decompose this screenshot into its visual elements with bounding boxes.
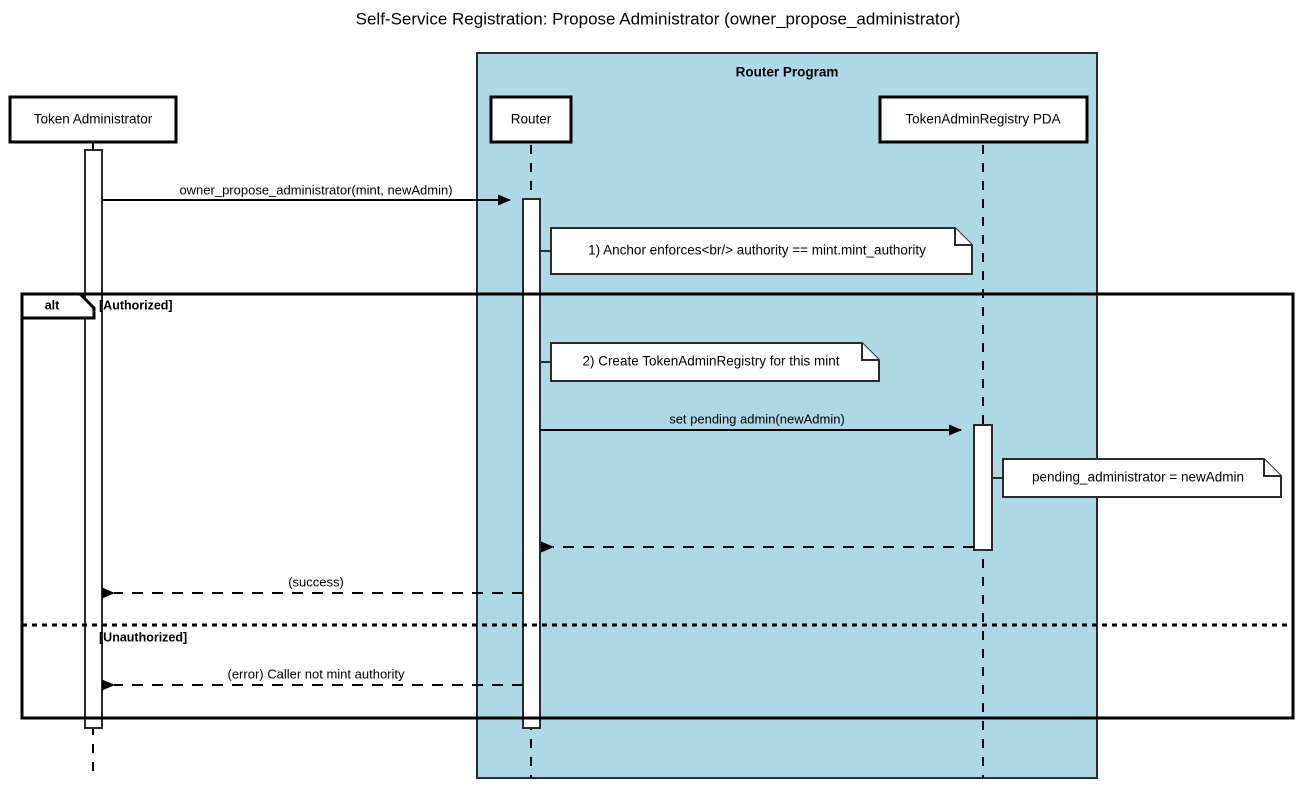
message-set-pending-admin[interactable]: set pending admin(newAdmin) [540, 411, 962, 436]
note-text-n3: pending_administrator = newAdmin [1032, 470, 1244, 485]
participant-box-router[interactable] [489, 95, 573, 144]
participant-box-registry[interactable] [878, 95, 1089, 144]
message-success[interactable]: (success) [102, 574, 523, 599]
group-box-rect [476, 52, 1098, 779]
message-label-m4: (success) [288, 574, 344, 589]
group-box-label: Router Program [736, 65, 839, 80]
alt-fragment-frame [20, 292, 1295, 720]
message-label-m2: set pending admin(newAdmin) [669, 411, 845, 426]
participant-tokenadminregistry-pda[interactable]: TokenAdminRegistry PDA [878, 95, 1089, 144]
alt-fragment-operator: alt [45, 298, 60, 312]
participant-token-administrator[interactable]: Token Administrator [8, 95, 178, 144]
note-create-tokenadminregistry: 2) Create TokenAdminRegistry for this mi… [540, 342, 880, 382]
note-shape-n1 [550, 227, 973, 275]
note-text-n2: 2) Create TokenAdminRegistry for this mi… [582, 354, 839, 369]
participant-label-registry: TokenAdminRegistry PDA [905, 112, 1060, 127]
note-shape-n2 [550, 342, 880, 382]
participant-label-router: Router [511, 112, 552, 127]
note-text-n1: 1) Anchor enforces<br/> authority == min… [588, 243, 926, 258]
message-error-caller-not-mint-authority[interactable]: (error) Caller not mint authority [102, 666, 523, 691]
activation-bar-router [522, 198, 541, 729]
group-box-router-program: Router Program [476, 52, 1098, 779]
page-title: Self-Service Registration: Propose Admin… [356, 9, 961, 28]
message-owner-propose-administrator[interactable]: owner_propose_administrator(mint, newAdm… [102, 182, 511, 206]
activation-bar-registry [973, 424, 993, 551]
alt-fragment: alt [Authorized] [Unauthorized] [20, 292, 1295, 720]
note-fold-n1 [954, 228, 972, 246]
message-label-m5: (error) Caller not mint authority [228, 666, 405, 681]
message-label-m1: owner_propose_administrator(mint, newAdm… [179, 182, 452, 197]
alt-guard-unauthorized: [Unauthorized] [99, 630, 187, 644]
note-pending-administrator-assignment: pending_administrator = newAdmin [992, 458, 1282, 498]
alt-fragment-tab [20, 292, 96, 320]
alt-guard-authorized: [Authorized] [99, 298, 173, 312]
participant-label-admin: Token Administrator [34, 112, 153, 127]
participant-router[interactable]: Router [489, 95, 573, 144]
note-anchor-enforces: 1) Anchor enforces<br/> authority == min… [540, 227, 973, 275]
participant-box-admin[interactable] [8, 95, 178, 144]
note-fold-n3 [1263, 459, 1281, 477]
note-shape-n3 [1002, 458, 1282, 498]
note-fold-n2 [861, 343, 879, 361]
